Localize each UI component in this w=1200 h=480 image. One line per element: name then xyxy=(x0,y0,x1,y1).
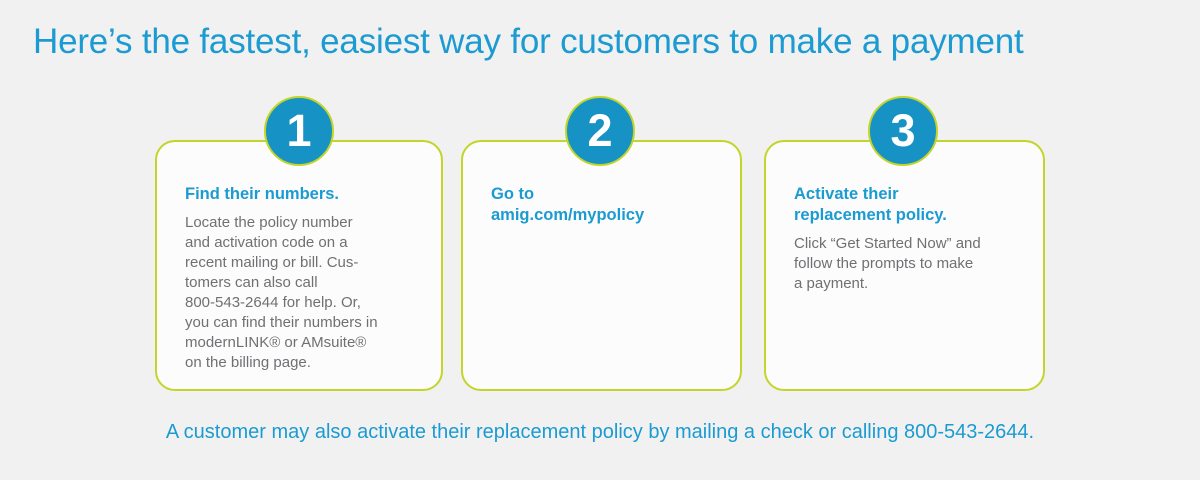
step-number-badge-2: 2 xyxy=(565,96,635,166)
step-card-1-heading: Find their numbers. xyxy=(185,185,340,203)
step-card-3: Activate their replacement policy. Click… xyxy=(764,140,1045,391)
step-card-2-body: Go to amig.com/mypolicy xyxy=(491,184,722,226)
step-number-badge-3: 3 xyxy=(868,96,938,166)
footer-note: A customer may also activate their repla… xyxy=(165,421,1035,443)
page-title: Here’s the fastest, easiest way for cust… xyxy=(33,22,1024,61)
step-card-3-heading: Activate their replacement policy. xyxy=(794,185,947,224)
step-card-2: Go to amig.com/mypolicy xyxy=(461,140,742,391)
step-card-1: Find their numbers. Locate the policy nu… xyxy=(155,140,443,391)
step-card-3-text: Click “Get Started Now” and follow the p… xyxy=(794,235,981,292)
step-card-1-text: Locate the policy number and activation … xyxy=(185,214,378,371)
steps-container: Find their numbers. Locate the policy nu… xyxy=(0,96,1200,396)
step-card-3-body: Activate their replacement policy. Click… xyxy=(794,184,1025,294)
step-card-1-body: Find their numbers. Locate the policy nu… xyxy=(185,184,423,373)
step-number-badge-1: 1 xyxy=(264,96,334,166)
step-card-2-link[interactable]: Go to amig.com/mypolicy xyxy=(491,185,645,224)
